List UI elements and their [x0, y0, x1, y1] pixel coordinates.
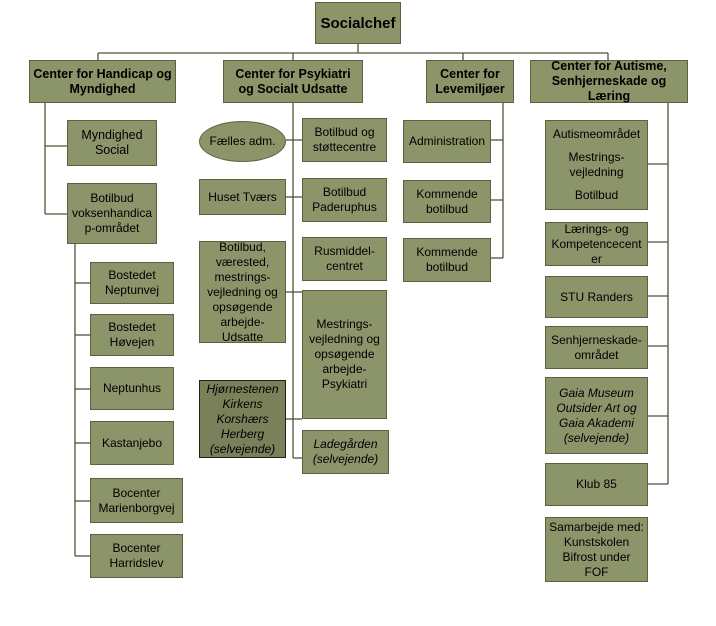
samarbejde-box: Samarbejde med: Kunstskolen Bifrost unde…	[545, 517, 648, 582]
botilbud-paderuphus-label: Botilbud Paderuphus	[312, 185, 377, 214]
ladegaarden-label: Ladegården (selvejende)	[312, 437, 379, 466]
bostedet-hoevejen-box: Bostedet Høvejen	[90, 314, 174, 356]
huset-tvaers-box: Huset Tværs	[199, 179, 286, 215]
center-autisme-box: Center for Autisme, Senhjerneskade og Læ…	[530, 59, 688, 103]
laerings-kompetencecenter-label: Lærings- og Kompetencecent er	[551, 221, 642, 266]
center-levemiljoer-box: Center for Levemiljøer	[426, 60, 514, 103]
administration-label: Administration	[408, 134, 486, 148]
socialchef-box: Socialchef	[315, 2, 401, 44]
stu-randers-label: STU Randers	[560, 289, 633, 304]
neptunhus-box: Neptunhus	[90, 367, 174, 410]
bostedet-neptunvej-box: Bostedet Neptunvej	[90, 262, 174, 304]
senhjerneskade-omraadet-box: Senhjerneskade-området	[545, 326, 648, 369]
kommende-botilbud-1-box: Kommende botilbud	[403, 180, 491, 223]
mestringsvejledning-psykiatri-box: Mestrings-vejledning og opsøgende arbejd…	[302, 290, 387, 419]
neptunhus-label: Neptunhus	[102, 381, 162, 395]
faelles-adm-ellipse: Fælles adm.	[199, 121, 286, 162]
faelles-adm-label: Fælles adm.	[209, 134, 276, 148]
bocenter-harridslev-box: Bocenter Harridslev	[90, 534, 183, 578]
botilbud-stoettecentre-label: Botilbud og støttecentre	[312, 125, 377, 154]
bostedet-neptunvej-label: Bostedet Neptunvej	[104, 268, 160, 297]
botilbud-paderuphus-box: Botilbud Paderuphus	[302, 178, 387, 222]
kommende-botilbud-2-label: Kommende botilbud	[416, 245, 478, 274]
bostedet-hoevejen-label: Bostedet Høvejen	[108, 320, 156, 349]
laerings-kompetencecenter-box: Lærings- og Kompetencecent er	[545, 222, 648, 266]
botilbud-vaerested-box: Botilbud, værested, mestrings-vejledning…	[199, 239, 286, 344]
autismeomraadet-label: Autismeområdet	[552, 127, 641, 141]
kommende-botilbud-2-box: Kommende botilbud	[403, 238, 491, 282]
center-autisme-label: Center for Autisme, Senhjerneskade og Læ…	[551, 59, 667, 103]
gaia-museum-label: Gaia Museum Outsider Art og Gaia Akademi…	[556, 385, 637, 445]
mestringsvejledning-label: Mestrings-vejledning	[568, 150, 625, 179]
bocenter-marienborgvej-label: Bocenter Marienborgvej	[98, 485, 175, 515]
administration-box: Administration	[403, 120, 491, 163]
botilbud-voksenhandicap-label: Botilbud voksenhandica p-området	[71, 191, 153, 235]
socialchef-label: Socialchef	[320, 14, 396, 32]
hjoernestenen-label: Hjørnestenen Kirkens Korshærs Herberg (s…	[206, 381, 279, 456]
hjoernestenen-box: Hjørnestenen Kirkens Korshærs Herberg (s…	[199, 380, 286, 458]
mestringsvejledning-psykiatri-label: Mestrings-vejledning og opsøgende arbejd…	[309, 317, 380, 391]
senhjerneskade-omraadet-label: Senhjerneskade-området	[551, 332, 642, 362]
center-handicap-box: Center for Handicap og Myndighed	[29, 60, 176, 103]
botilbud-stoettecentre-box: Botilbud og støttecentre	[302, 118, 387, 162]
bocenter-marienborgvej-box: Bocenter Marienborgvej	[90, 478, 183, 523]
botilbud-label: Botilbud	[574, 188, 619, 202]
botilbud-voksenhandicap-box: Botilbud voksenhandica p-området	[67, 183, 157, 244]
kommende-botilbud-1-label: Kommende botilbud	[416, 186, 478, 216]
ladegaarden-box: Ladegården (selvejende)	[302, 430, 389, 474]
center-levemiljoer-label: Center for Levemiljøer	[435, 66, 505, 96]
botilbud-vaerested-label: Botilbud, værested, mestrings-vejledning…	[207, 239, 278, 344]
klub-85-box: Klub 85	[545, 463, 648, 506]
gaia-museum-box: Gaia Museum Outsider Art og Gaia Akademi…	[545, 377, 648, 454]
autismeomraadet-box: Autismeområdet Mestrings-vejledning Boti…	[545, 120, 648, 210]
bocenter-harridslev-label: Bocenter Harridslev	[109, 541, 164, 570]
stu-randers-box: STU Randers	[545, 276, 648, 318]
myndighed-social-label: Myndighed Social	[81, 128, 143, 157]
myndighed-social-box: Myndighed Social	[67, 120, 157, 166]
kastanjebo-label: Kastanjebo	[101, 435, 163, 450]
samarbejde-label: Samarbejde med: Kunstskolen Bifrost unde…	[549, 519, 644, 579]
kastanjebo-box: Kastanjebo	[90, 421, 174, 465]
huset-tvaers-label: Huset Tværs	[208, 189, 277, 204]
center-handicap-label: Center for Handicap og Myndighed	[33, 66, 172, 96]
center-psykiatri-label: Center for Psykiatri og Socialt Udsatte	[235, 66, 351, 96]
center-psykiatri-box: Center for Psykiatri og Socialt Udsatte	[223, 60, 363, 103]
klub-85-label: Klub 85	[576, 477, 617, 491]
rusmiddelcentret-label: Rusmiddel-centret	[314, 244, 375, 273]
rusmiddelcentret-box: Rusmiddel-centret	[302, 237, 387, 281]
